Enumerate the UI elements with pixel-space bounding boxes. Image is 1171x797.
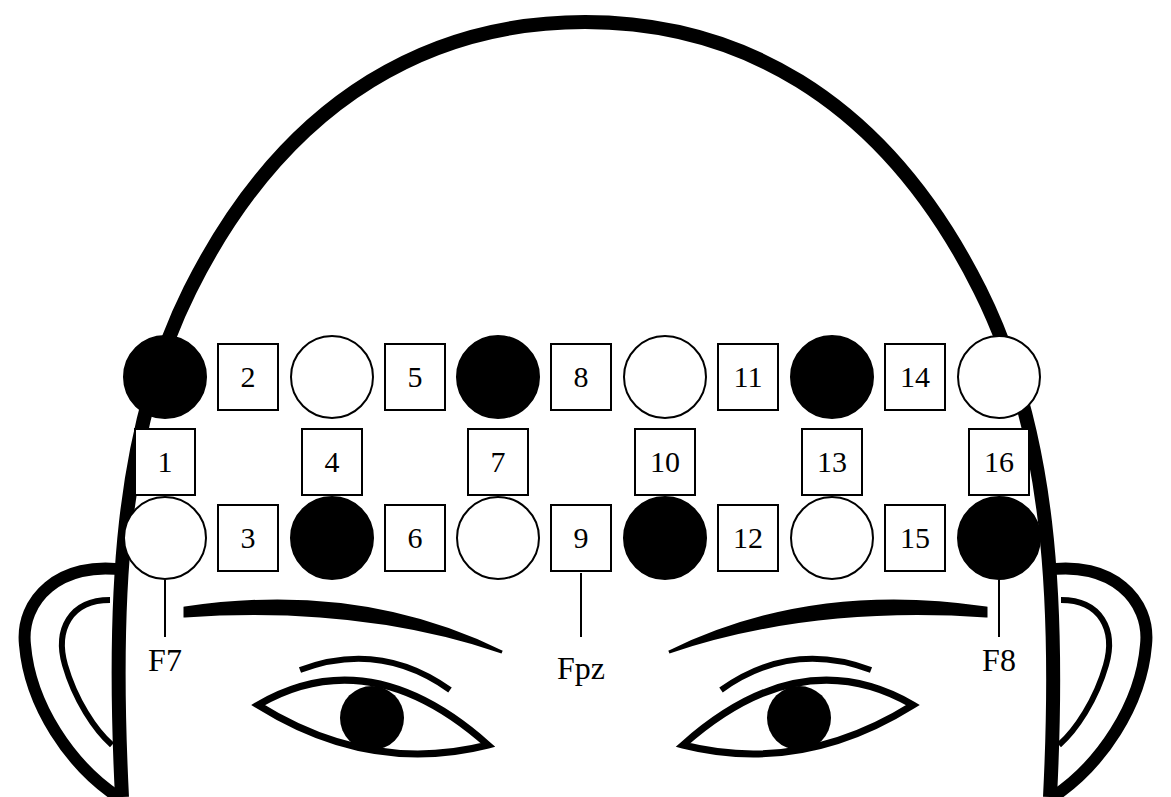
electrode-site-label: F8 bbox=[982, 644, 1016, 676]
electrode-number: 11 bbox=[734, 362, 763, 392]
right-eye bbox=[683, 680, 913, 754]
leader-line bbox=[580, 573, 582, 637]
white-electrode bbox=[624, 336, 706, 418]
electrode-circles bbox=[124, 336, 1040, 579]
right-ear bbox=[1046, 568, 1146, 797]
black-electrode bbox=[291, 497, 373, 579]
electrode-square: 9 bbox=[550, 504, 612, 572]
electrode-site-label: Fpz bbox=[557, 652, 605, 684]
electrode-number: 16 bbox=[984, 447, 1014, 477]
black-electrode bbox=[457, 336, 539, 418]
right-eyebrow bbox=[669, 601, 986, 652]
electrode-square: 3 bbox=[217, 504, 279, 572]
electrode-square: 16 bbox=[968, 428, 1030, 496]
electrode-site-label: F7 bbox=[148, 644, 182, 676]
electrode-number: 14 bbox=[900, 362, 930, 392]
white-electrode bbox=[291, 336, 373, 418]
electrode-square: 12 bbox=[717, 504, 779, 572]
left-ear-inner bbox=[62, 600, 112, 745]
electrode-number: 9 bbox=[574, 523, 589, 553]
black-electrode bbox=[958, 497, 1040, 579]
electrode-number: 13 bbox=[817, 447, 847, 477]
electrode-number: 5 bbox=[408, 362, 423, 392]
left-iris bbox=[340, 686, 404, 750]
electrode-square: 15 bbox=[884, 504, 946, 572]
electrode-square: 5 bbox=[384, 343, 446, 411]
right-lid bbox=[721, 659, 871, 690]
electrode-square: 6 bbox=[384, 504, 446, 572]
electrode-square: 1 bbox=[134, 428, 196, 496]
electrode-number: 6 bbox=[408, 523, 423, 553]
left-eye bbox=[258, 680, 488, 754]
electrode-number: 8 bbox=[574, 362, 589, 392]
electrode-number: 10 bbox=[650, 447, 680, 477]
leader-line bbox=[164, 580, 166, 637]
electrode-square: 4 bbox=[301, 428, 363, 496]
black-electrode bbox=[624, 497, 706, 579]
white-electrode bbox=[791, 497, 873, 579]
electrode-square: 10 bbox=[634, 428, 696, 496]
head-outline bbox=[118, 22, 1053, 797]
right-iris bbox=[767, 686, 831, 750]
electrode-number: 2 bbox=[241, 362, 256, 392]
electrode-square: 13 bbox=[801, 428, 863, 496]
electrode-number: 12 bbox=[733, 523, 763, 553]
white-electrode bbox=[958, 336, 1040, 418]
electrode-number: 3 bbox=[241, 523, 256, 553]
electrode-square: 2 bbox=[217, 343, 279, 411]
electrode-square: 8 bbox=[550, 343, 612, 411]
white-electrode bbox=[457, 497, 539, 579]
black-electrode bbox=[124, 336, 206, 418]
right-ear-inner bbox=[1059, 600, 1109, 745]
electrode-number: 15 bbox=[900, 523, 930, 553]
leader-line bbox=[998, 580, 1000, 637]
left-lid bbox=[300, 659, 450, 690]
black-electrode bbox=[791, 336, 873, 418]
electrode-number: 7 bbox=[491, 447, 506, 477]
electrode-number: 1 bbox=[158, 447, 173, 477]
electrode-square: 11 bbox=[717, 343, 779, 411]
electrode-square: 14 bbox=[884, 343, 946, 411]
left-ear bbox=[25, 568, 125, 797]
left-eyebrow bbox=[185, 601, 502, 652]
electrode-number: 4 bbox=[325, 447, 340, 477]
electrode-square: 7 bbox=[467, 428, 529, 496]
white-electrode bbox=[124, 497, 206, 579]
